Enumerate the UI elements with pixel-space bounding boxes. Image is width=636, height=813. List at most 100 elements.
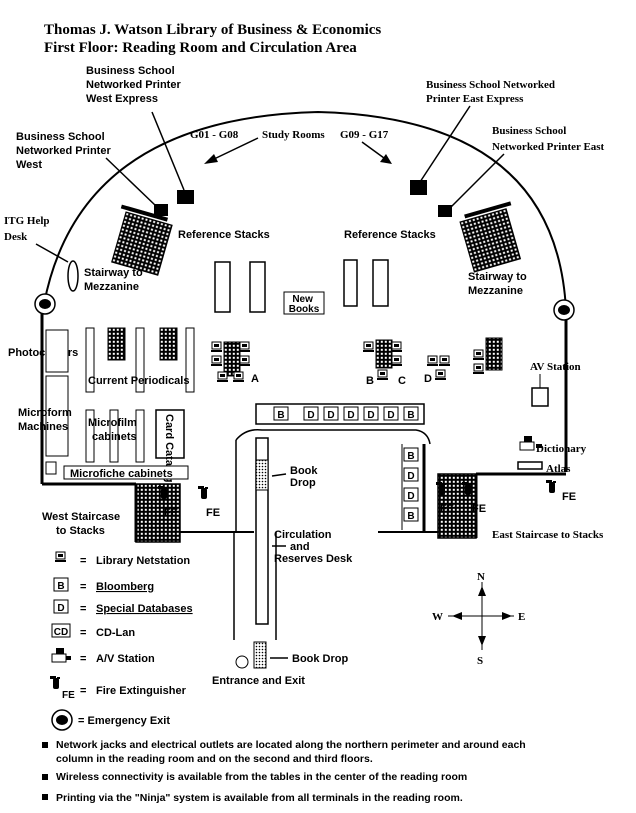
svg-text:=: = (80, 603, 86, 615)
legend-item: = A/V Station (51, 648, 155, 665)
svg-text:Special Databases: Special Databases (96, 603, 193, 615)
svg-text:= Emergency Exit: = Emergency Exit (78, 715, 170, 727)
reading-room-dome-wall (43, 110, 567, 311)
printer-east-label: Business School Networked Printer East (492, 125, 605, 153)
turnstile (235, 655, 249, 669)
west-staircase[interactable] (135, 483, 181, 543)
fe-label: FE (440, 503, 454, 515)
printer-east-icon[interactable] (438, 205, 452, 217)
note-text: Network jacks and electrical outlets are… (56, 739, 526, 751)
database-terminal[interactable]: D (383, 406, 399, 421)
west-wall-shelf (45, 461, 57, 475)
microform-machines-label: Microform Machines (18, 407, 75, 433)
printer-west-express-icon[interactable] (177, 190, 194, 204)
map-title: Thomas J. Watson Library of Business & E… (44, 22, 381, 38)
microfilm-cabinet (135, 409, 145, 463)
legend-item: B = Bloomberg (53, 577, 154, 593)
current-periodicals-label: Current Periodicals (88, 375, 189, 387)
card-catalog[interactable] (155, 409, 185, 459)
svg-text:D: D (407, 491, 414, 502)
database-terminal[interactable]: D (323, 406, 339, 421)
new-books-shelf[interactable] (283, 291, 325, 315)
bloomberg-terminal[interactable]: B (273, 406, 289, 421)
compass-south: S (477, 655, 483, 667)
bloomberg-terminal[interactable]: B (403, 406, 419, 421)
av-station-icon (51, 648, 71, 663)
printer-east-express-icon[interactable] (410, 180, 427, 195)
bloomberg-terminal[interactable]: B (403, 507, 419, 522)
map-subtitle: First Floor: Reading Room and Circulatio… (44, 40, 357, 56)
workstation-cluster-d[interactable]: D (424, 355, 451, 385)
fire-extinguisher-icon (50, 676, 60, 689)
bullet-icon (42, 794, 48, 800)
database-terminal[interactable]: D (303, 406, 319, 421)
compass-east: E (518, 611, 525, 623)
database-icon (53, 599, 69, 614)
netstation-icon (54, 551, 67, 563)
study-rooms-label: Study Rooms (262, 129, 325, 141)
bloomberg-terminal[interactable]: B (403, 447, 419, 462)
svg-text:Fire Extinguisher: Fire Extinguisher (96, 685, 187, 697)
note-text: column in the reading room and on the se… (56, 753, 373, 765)
reference-stacks-east-label: Reference Stacks (344, 229, 436, 241)
svg-text:CD: CD (54, 627, 68, 638)
database-terminal[interactable]: D (363, 406, 379, 421)
east-staircase-label: East Staircase to Stacks (492, 529, 604, 541)
av-station[interactable] (531, 387, 549, 407)
card-catalog-label: Card Catalog (163, 414, 175, 482)
microfiche-cabinets[interactable] (63, 465, 189, 480)
svg-text:=: = (80, 685, 86, 697)
itg-help-desk[interactable] (67, 260, 79, 292)
legend-item: CD = CD-Lan (51, 623, 135, 639)
stairway-mezzanine-west[interactable] (106, 204, 174, 276)
av-station-label: AV Station (530, 361, 581, 373)
new-books-label: New Books (289, 294, 320, 315)
workstation-cluster-a[interactable]: A (210, 341, 259, 385)
bullet-icon (42, 742, 48, 748)
photocopier-area[interactable] (45, 329, 69, 373)
svg-text:CD-Lan: CD-Lan (96, 627, 135, 639)
reference-shelf (214, 261, 231, 313)
emergency-exit-east (553, 299, 575, 321)
printer-west-icon[interactable] (154, 204, 168, 216)
atlas-stand[interactable] (517, 461, 543, 470)
book-drop-top[interactable] (255, 459, 269, 491)
dictionary-stand[interactable] (519, 436, 542, 451)
circulation-enclosure-top (235, 428, 431, 445)
atlas-label: Atlas (546, 463, 571, 475)
microfilm-cabinets-label: Microfilm cabinets (88, 417, 140, 443)
periodicals-table (107, 327, 126, 361)
legend-item: = Library Netstation (54, 551, 190, 567)
workstation-cluster-bc[interactable]: B C (362, 339, 406, 387)
reference-shelf (249, 261, 266, 313)
fire-extinguisher-icon[interactable] (198, 486, 208, 499)
book-drop-top-label: Book Drop (290, 465, 321, 489)
svg-text:=: = (80, 653, 86, 665)
microform-machines-area[interactable] (45, 375, 69, 457)
workstation-cluster-east[interactable] (472, 337, 503, 375)
bloomberg-icon (53, 577, 69, 592)
svg-text:FE: FE (62, 690, 75, 701)
book-drop-bottom[interactable] (253, 641, 267, 669)
periodicals-shelf (135, 327, 145, 393)
note-text: Printing via the "Ninja" system is avail… (56, 792, 463, 804)
microfilm-cabinet (109, 409, 119, 463)
cd-lan-icon (51, 623, 71, 638)
study-rooms-arrow-right (361, 141, 392, 164)
svg-text:D: D (347, 410, 354, 421)
database-terminal[interactable]: D (343, 406, 359, 421)
database-terminal[interactable]: D (403, 467, 419, 482)
study-rooms-east-range: G09 - G17 (340, 129, 389, 141)
printer-east-express-label: Business School Networked Printer East E… (426, 79, 558, 105)
fire-extinguisher-icon[interactable] (546, 480, 556, 493)
stairway-mezzanine-east[interactable] (458, 201, 526, 273)
entrance-exit-label: Entrance and Exit (212, 675, 305, 687)
svg-text:=: = (80, 555, 86, 567)
stairway-mezzanine-west-label: Stairway to Mezzanine (84, 267, 146, 293)
printer-west-label: Business School Networked Printer West (16, 131, 114, 171)
database-terminal[interactable]: D (403, 487, 419, 502)
compass-west: W (432, 611, 443, 623)
bullet-icon (42, 774, 48, 780)
svg-text:B: B (277, 410, 284, 421)
